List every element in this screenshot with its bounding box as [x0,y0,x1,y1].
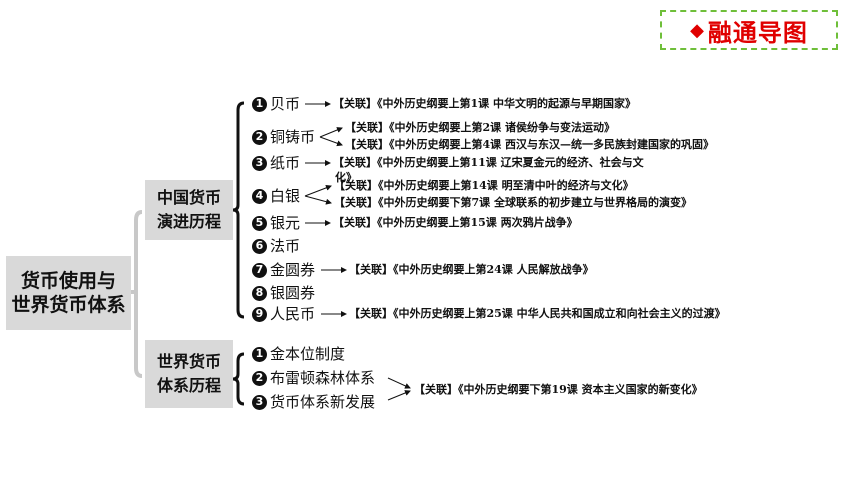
number-badge: 9 [252,306,267,322]
reference-text: 【关联】《中外历史纲要上第2课 诸侯纷争与变法运动》 [345,121,615,134]
item-label: 法币 [270,237,301,255]
number-badge: 8 [252,285,267,301]
number-badge: 3 [252,155,267,171]
item-label: 货币体系新发展 [270,393,376,411]
root-node: 货币使用与世界货币体系 [6,256,131,330]
reference-text: 【关联】《中外历史纲要上第25课 中华人民共和国成立和向社会主义的过渡》 [349,307,726,320]
item-label: 纸币 [270,154,301,172]
item-label: 铜铸币 [270,128,316,146]
branch2-line1: 世界货币 [156,352,221,371]
reference-text: 【关联】《中外历史纲要上第11课 辽宋夏金元的经济、社会与文 [333,156,644,169]
branch-node-world-currency: 世界货币体系历程 [145,340,233,408]
reference-text: 【关联】《中外历史纲要上第14课 明至清中叶的经济与文化》 [334,179,634,192]
branch1-line1: 中国货币 [156,188,221,207]
number-badge: 1 [252,96,267,112]
reference-text: 【关联】《中外历史纲要下第7课 全球联系的初步建立与世界格局的演变》 [334,196,692,209]
number-badge: 4 [252,188,267,204]
root-line1: 货币使用与 [20,270,116,292]
item-label: 人民币 [270,305,316,323]
reference-text: 【关联】《中外历史纲要上第4课 西汉与东汉—统一多民族封建国家的巩固》 [345,138,714,151]
number-badge: 2 [252,370,267,386]
number-badge: 2 [252,129,267,145]
item-label: 布雷顿森林体系 [270,369,376,387]
number-badge: 5 [252,215,267,231]
branch-node-china-currency: 中国货币演进历程 [145,180,233,240]
reference-text-continued: 化》 [335,171,357,184]
root-line2: 世界货币体系 [11,294,126,316]
number-badge: 7 [252,262,267,278]
branch1-line2: 演进历程 [156,212,221,231]
section-tag: ◆ 融通导图 [660,10,838,50]
reference-text: 【关联】《中外历史纲要上第24课 人民解放战争》 [349,263,594,276]
item-label: 金圆券 [270,261,316,279]
reference-text: 【关联】《中外历史纲要上第1课 中华文明的起源与早期国家》 [333,97,636,110]
item-label: 银圆券 [270,284,316,302]
section-tag-label: 融通导图 [707,18,808,47]
item-label: 白银 [270,187,301,205]
number-badge: 3 [252,394,267,410]
diamond-icon: ◆ [690,19,704,41]
branch2-line2: 体系历程 [156,376,221,395]
item-label: 贝币 [270,95,301,113]
item-label: 金本位制度 [270,345,346,363]
reference-text: 【关联】《中外历史纲要上第15课 两次鸦片战争》 [333,216,578,229]
number-badge: 1 [252,346,267,362]
reference-text: 【关联】《中外历史纲要下第19课 资本主义国家的新变化》 [414,383,703,396]
number-badge: 6 [252,238,267,254]
item-label: 银元 [270,214,301,232]
